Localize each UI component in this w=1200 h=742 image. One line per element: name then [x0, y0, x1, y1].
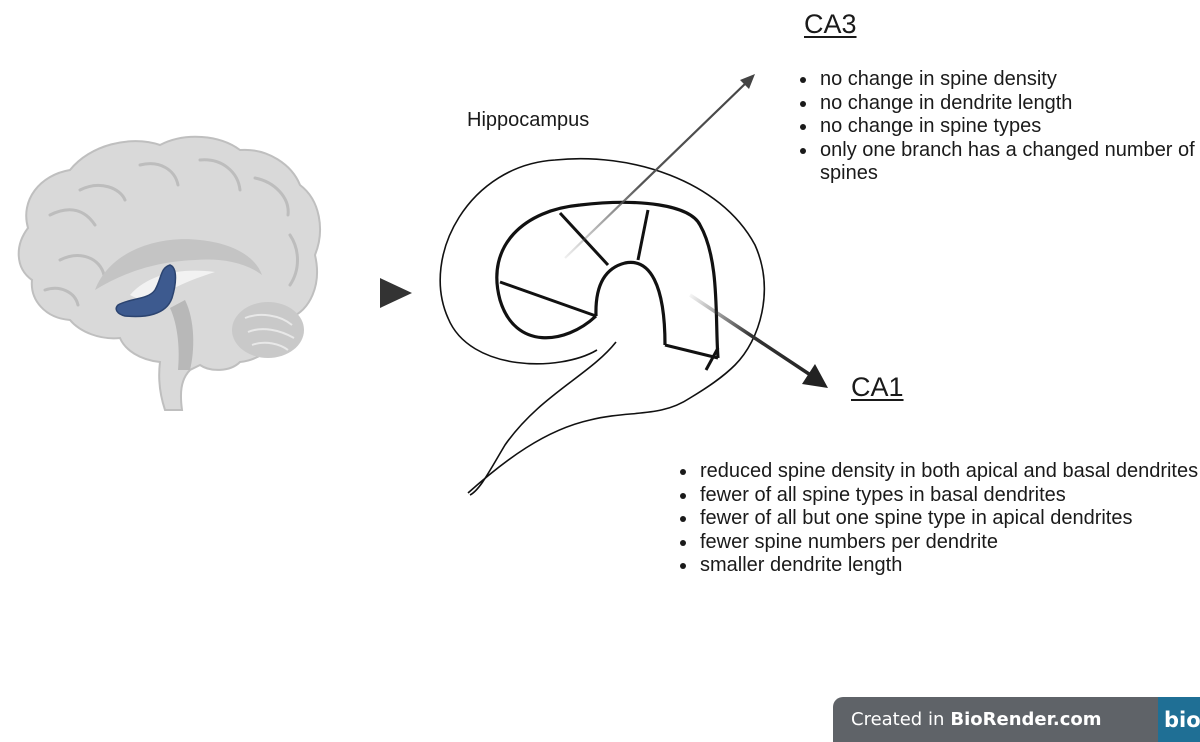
- ca3-finding: no change in dendrite length: [818, 92, 1198, 116]
- ca3-findings-list: no change in spine density no change in …: [792, 68, 1198, 186]
- ca1-finding: fewer spine numbers per dendrite: [698, 531, 1200, 555]
- ca3-arrow: [565, 81, 748, 258]
- biorender-watermark[interactable]: Created in BioRender.com bio: [833, 697, 1200, 742]
- hippocampus-label: Hippocampus: [467, 109, 589, 132]
- ca1-arrow-head: [802, 364, 828, 388]
- cornu-inner: [596, 262, 665, 345]
- ca3-finding: only one branch has a changed number of …: [818, 139, 1198, 186]
- ca3-finding: no change in spine types: [818, 115, 1198, 139]
- watermark-brand: BioRender.com: [950, 709, 1101, 730]
- cornu-outer: [497, 202, 718, 358]
- ca1-heading: CA1: [851, 372, 904, 403]
- biorender-logo-icon: bio: [1158, 697, 1200, 742]
- ca3-finding: no change in spine density: [818, 68, 1198, 92]
- main-arrow-head: [380, 278, 412, 308]
- ca3-heading: CA3: [804, 9, 857, 40]
- ca1-finding: fewer of all spine types in basal dendri…: [698, 484, 1200, 508]
- brain-illustration: [19, 137, 320, 410]
- hippocampus-schematic: [440, 159, 764, 495]
- ca1-finding: fewer of all but one spine type in apica…: [698, 507, 1200, 531]
- ca1-findings-list: reduced spine density in both apical and…: [672, 460, 1200, 578]
- watermark-prefix: Created in: [851, 709, 944, 730]
- ca1-finding: reduced spine density in both apical and…: [698, 460, 1200, 484]
- ca1-finding: smaller dendrite length: [698, 554, 1200, 578]
